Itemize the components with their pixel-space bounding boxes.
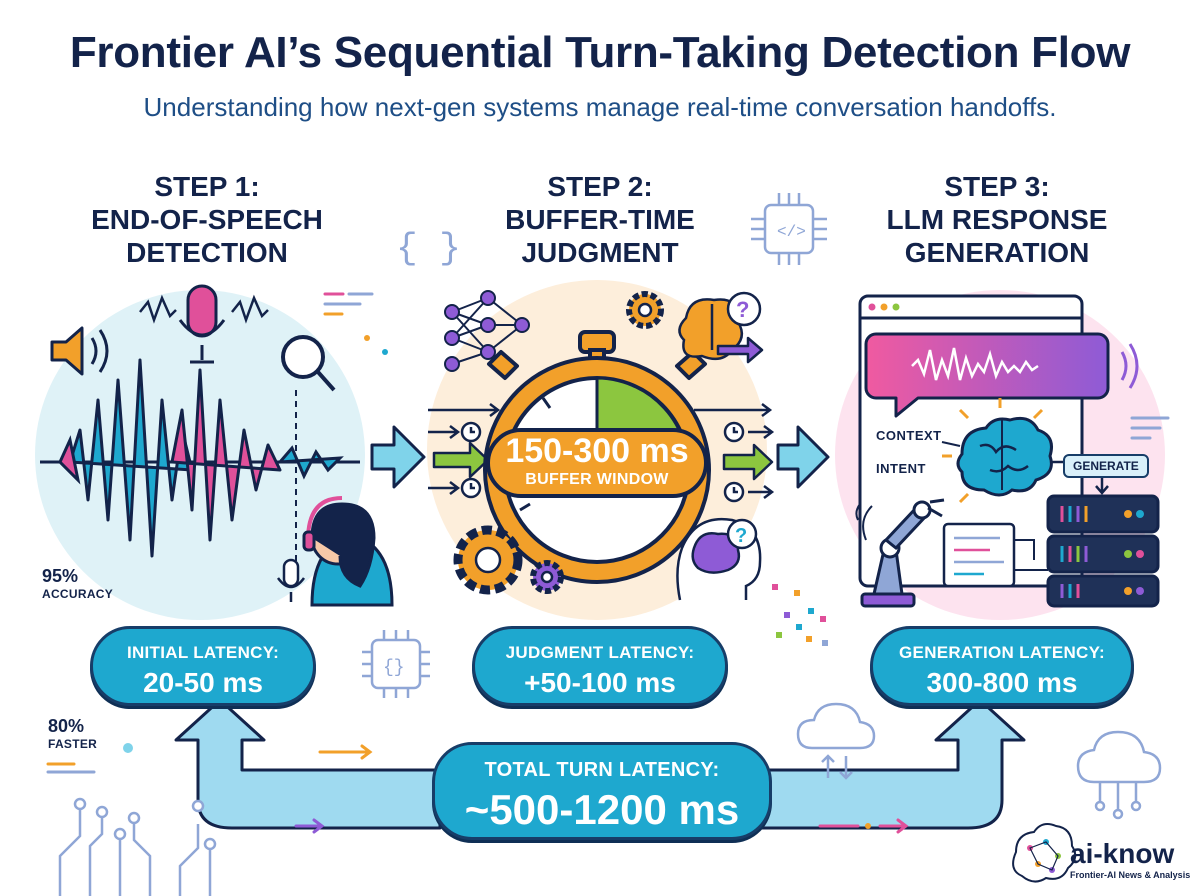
brain-icon xyxy=(942,398,1053,504)
accuracy-label: ACCURACY xyxy=(42,587,114,601)
buffer-window-value: 150-300 ms xyxy=(505,432,689,470)
sound-waveform-icon xyxy=(40,358,360,570)
step-2-number: STEP 2: xyxy=(547,171,653,202)
pixel-dots-decoration xyxy=(772,584,828,646)
output-arrows-icon xyxy=(694,403,775,503)
voice-bubble-icon xyxy=(864,332,1139,418)
code-lines-icon xyxy=(323,292,374,316)
brand-name: ai-know xyxy=(1070,838,1175,869)
speaker-icon xyxy=(50,326,109,376)
step-3-title-line: LLM RESPONSE xyxy=(886,204,1108,235)
intent-label: INTENT xyxy=(876,461,926,476)
accuracy-value: 95% xyxy=(42,566,79,586)
generation-latency-value: 300-800 ms xyxy=(926,667,1078,698)
total-latency-value: ~500-1200 ms xyxy=(464,786,740,833)
total-latency-label: TOTAL TURN LATENCY: xyxy=(484,759,720,781)
initial-latency-value: 20-50 ms xyxy=(143,667,263,698)
svg-text:?: ? xyxy=(735,525,747,547)
initial-latency-label: INITIAL LATENCY: xyxy=(126,643,280,662)
stopwatch-icon xyxy=(483,330,711,584)
code-lines-icon xyxy=(1130,416,1170,440)
step-1-title-line: END-OF-SPEECH xyxy=(91,204,323,235)
chip-icon: {} xyxy=(362,630,430,698)
context-label: CONTEXT xyxy=(876,428,942,443)
step-2-title-line: BUFFER-TIME xyxy=(505,204,695,235)
input-arrows-icon xyxy=(428,403,501,499)
step-2-title: STEP 2: BUFFER-TIME JUDGMENT xyxy=(440,170,760,269)
page-subtitle: Understanding how next-gen systems manag… xyxy=(143,92,1057,122)
chip-icon: </> xyxy=(751,193,827,265)
svg-text:</>: </> xyxy=(777,223,806,241)
step-1-number: STEP 1: xyxy=(154,171,260,202)
svg-text:?: ? xyxy=(736,297,749,322)
robot-arm-icon xyxy=(855,498,945,608)
brand-tagline: Frontier-AI News & Analysis xyxy=(1070,870,1191,880)
flow-arrow-icon xyxy=(370,425,426,489)
page-title: Frontier AI’s Sequential Turn-Taking Det… xyxy=(69,28,1131,77)
generation-latency-label: GENERATION LATENCY: xyxy=(899,643,1105,662)
gear-icon xyxy=(453,291,664,595)
document-icon xyxy=(942,522,1016,588)
cloud-icon xyxy=(796,702,876,780)
judgment-latency-label: JUDGMENT LATENCY: xyxy=(505,643,695,662)
step-3-number: STEP 3: xyxy=(944,171,1050,202)
judgment-latency-value: +50-100 ms xyxy=(524,667,676,698)
faster-label: FASTER xyxy=(48,737,98,751)
accuracy-stat: 95% ACCURACY xyxy=(42,566,113,601)
step-3-title-line: GENERATION xyxy=(904,237,1090,268)
microphone-icon xyxy=(139,284,269,364)
headset-person-icon xyxy=(302,496,394,607)
initial-latency-pill: INITIAL LATENCY: 20-50 ms xyxy=(90,626,316,706)
circuit-decoration xyxy=(58,797,217,896)
flow-arrow-icon xyxy=(776,425,830,489)
faster-value: 80% xyxy=(48,716,85,736)
magnifier-icon xyxy=(281,335,336,392)
cloud-network-icon xyxy=(1076,730,1162,820)
small-microphone-icon xyxy=(276,558,306,602)
green-arrow-icon xyxy=(722,443,774,481)
brain-question-icon: ? xyxy=(678,291,764,364)
faster-stat: 80% FASTER xyxy=(48,716,97,751)
total-latency-pill: TOTAL TURN LATENCY: ~500-1200 ms xyxy=(432,742,772,840)
step-1-title: STEP 1: END-OF-SPEECH DETECTION xyxy=(47,170,367,269)
buffer-window: 150-300 ms BUFFER WINDOW xyxy=(488,432,706,489)
brand-logo-icon xyxy=(1012,823,1077,883)
head-brain-icon: ? xyxy=(676,517,762,601)
generate-badge: GENERATE xyxy=(1063,454,1149,478)
brand: ai-know Frontier-AI News & Analysis xyxy=(1070,838,1190,880)
server-rack-icon xyxy=(1046,494,1160,608)
judgment-latency-pill: JUDGMENT LATENCY: +50-100 ms xyxy=(472,626,728,706)
step-1-title-line: DETECTION xyxy=(126,237,288,268)
buffer-window-label: BUFFER WINDOW xyxy=(525,471,669,488)
svg-text:{}: {} xyxy=(383,658,405,678)
green-arrow-icon xyxy=(432,441,490,479)
code-braces-icon: { } xyxy=(396,228,461,269)
decorative-arrows xyxy=(294,744,909,834)
step-3-title: STEP 3: LLM RESPONSE GENERATION xyxy=(837,170,1157,269)
neural-network-icon xyxy=(444,290,530,372)
step-2-title-line: JUDGMENT xyxy=(521,237,679,268)
generation-latency-pill: GENERATION LATENCY: 300-800 ms xyxy=(870,626,1134,706)
